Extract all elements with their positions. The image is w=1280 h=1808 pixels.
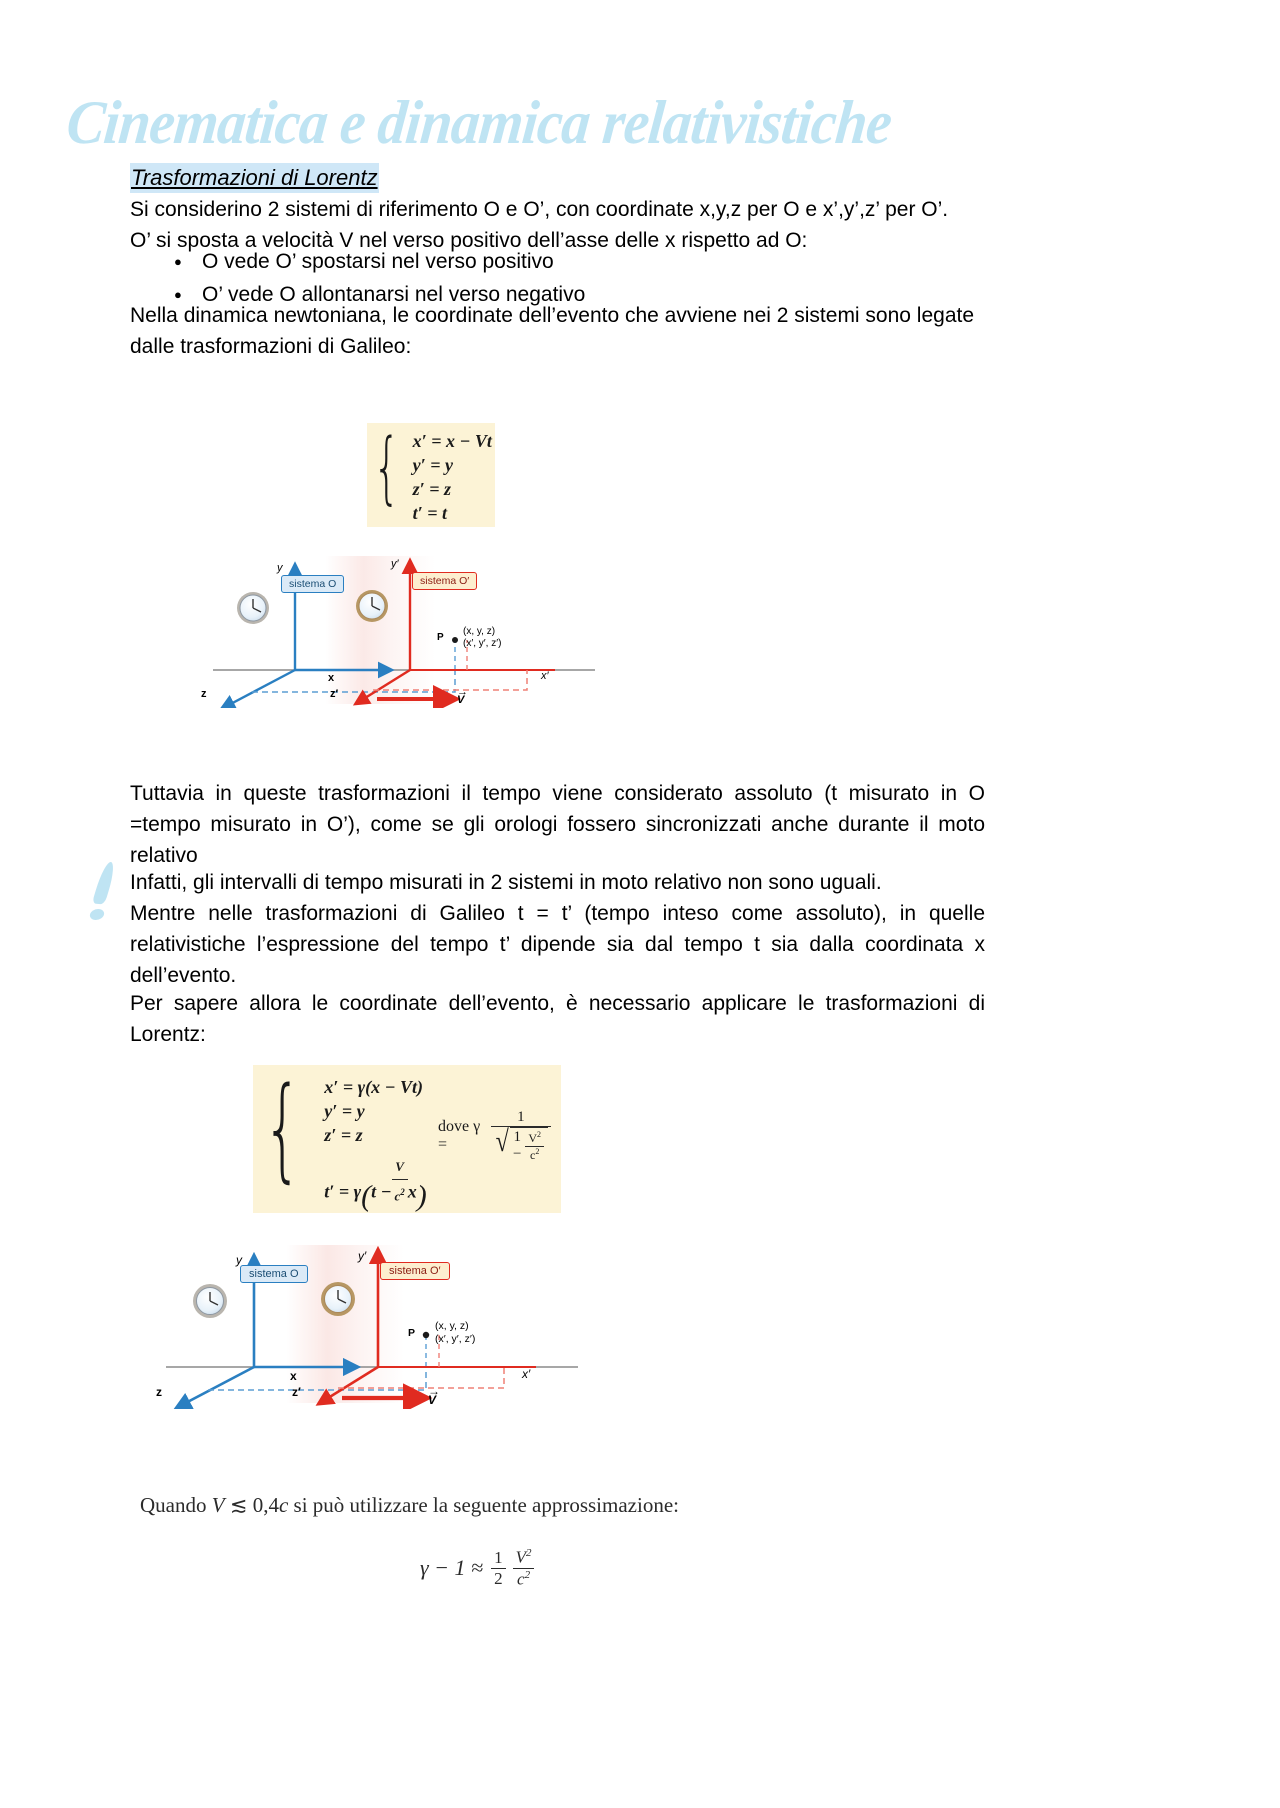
list-item: O’ vede O allontanarsi nel verso negativ… bbox=[174, 278, 985, 311]
bullet-list: O vede O’ spostarsi nel verso positivo O… bbox=[130, 245, 985, 311]
clock-o-2 bbox=[193, 1284, 227, 1318]
red-guide-2 bbox=[338, 1367, 505, 1389]
box-sistema-op-2: sistema O′ bbox=[380, 1262, 450, 1280]
dove-label: dove γ = bbox=[438, 1118, 481, 1153]
label-z-2: z bbox=[156, 1385, 162, 1399]
galileo-equation-system: { x′ = x − Vt y′ = y z′ = z t′ = t bbox=[373, 423, 492, 525]
label-y: y bbox=[277, 562, 283, 574]
gamma-denominator: √ 1 − V2 c2 bbox=[491, 1127, 551, 1163]
approximation-sentence: Quando V ≲ 0,4c si può utilizzare la seg… bbox=[140, 1493, 679, 1517]
label-x: x bbox=[328, 672, 335, 684]
coords-unprimed: (x, y, z) bbox=[463, 626, 496, 637]
galileo-formula-box: { x′ = x − Vt y′ = y z′ = z t′ = t bbox=[367, 423, 495, 527]
brace-glyph: { bbox=[373, 423, 401, 513]
axis-zp bbox=[352, 668, 411, 706]
paragraph-3-wrap: Nella dinamica newtoniana, le coordinate… bbox=[130, 300, 985, 362]
paragraph-5: Infatti, gli intervalli di tempo misurat… bbox=[130, 871, 882, 894]
section-heading: Trasformazioni di Lorentz bbox=[130, 163, 379, 193]
exclamation-mark-icon bbox=[86, 861, 120, 924]
box-sistema-o: sistema O bbox=[281, 575, 345, 593]
diagram-svg-2 bbox=[166, 1245, 578, 1409]
paragraph-5-wrap: Infatti, gli intervalli di tempo misurat… bbox=[130, 867, 985, 898]
axis-z-2 bbox=[173, 1365, 255, 1409]
brace-glyph: { bbox=[263, 1064, 303, 1194]
paragraph-6: Mentre nelle trasformazioni di Galileo t… bbox=[130, 902, 985, 987]
lorentz-eq-1: x′ = γ(x − Vt) bbox=[324, 1077, 423, 1097]
paragraph-7-wrap: Per sapere allora le coordinate dell’eve… bbox=[130, 988, 985, 1050]
point-p-label: P bbox=[437, 632, 444, 643]
lorentz-equation-system: { x′ = γ(x − Vt) y′ = y z′ = z t′ = γ(t … bbox=[263, 1064, 551, 1211]
clock-op bbox=[356, 590, 388, 622]
lorentz-eq-2: y′ = y bbox=[324, 1101, 365, 1121]
diagram-svg bbox=[213, 556, 595, 708]
coords-primed-2: (x′, y′, z′) bbox=[435, 1333, 476, 1345]
lorentz-eq-3: z′ = z bbox=[324, 1125, 363, 1145]
gamma-definition: dove γ = 1 √ 1 − V2 c2 bbox=[438, 1109, 551, 1163]
velocity-label-2: →V bbox=[428, 1384, 440, 1407]
gamma-numerator: 1 bbox=[490, 1109, 551, 1127]
reference-frames-diagram-lorentz: y y′ x x′ z z′ sistema O sistema O′ P (x… bbox=[156, 1237, 578, 1409]
label-z: z bbox=[201, 688, 207, 700]
galileo-eq-2: y′ = y bbox=[412, 455, 453, 475]
paragraph-3: Nella dinamica newtoniana, le coordinate… bbox=[130, 304, 975, 358]
galileo-eq-1: x′ = x − Vt bbox=[412, 431, 492, 451]
page-title: Cinematica e dinamica relativistiche bbox=[63, 89, 895, 157]
label-yp: y′ bbox=[391, 558, 399, 570]
label-xp-2: x′ bbox=[522, 1367, 531, 1381]
box-sistema-op: sistema O′ bbox=[412, 572, 478, 590]
label-zp: z′ bbox=[330, 688, 339, 700]
blue-guide-2 bbox=[208, 1367, 427, 1391]
reference-frames-diagram-galileo: y y′ x x′ z z′ sistema O sistema O′ P (x… bbox=[201, 548, 595, 708]
approximation-block: Quando V ≲ 0,4c si può utilizzare la seg… bbox=[140, 1491, 1140, 1589]
section-heading-wrap: Trasformazioni di Lorentz bbox=[130, 163, 985, 193]
box-sistema-o-2: sistema O bbox=[240, 1265, 308, 1283]
velocity-label: →V bbox=[457, 686, 468, 707]
axis-zp-2 bbox=[315, 1365, 379, 1406]
point-p-dot bbox=[452, 637, 458, 643]
paragraph-4-wrap: Tuttavia in queste trasformazioni il tem… bbox=[130, 778, 985, 871]
label-y-2: y bbox=[236, 1253, 242, 1267]
list-item: O vede O’ spostarsi nel verso positivo bbox=[174, 245, 985, 278]
coords-primed: (x′, y′, z′) bbox=[463, 638, 502, 649]
label-x-2: x bbox=[290, 1369, 297, 1383]
clock-op-2 bbox=[321, 1282, 355, 1316]
paragraph-6-wrap: Mentre nelle trasformazioni di Galileo t… bbox=[130, 898, 985, 991]
galileo-eq-4: t′ = t bbox=[412, 503, 447, 523]
galileo-eq-3: z′ = z bbox=[412, 479, 451, 499]
label-xp: x′ bbox=[541, 670, 549, 682]
clock-o bbox=[237, 592, 269, 624]
paragraph-4: Tuttavia in queste trasformazioni il tem… bbox=[130, 782, 985, 867]
axis-z bbox=[218, 668, 296, 708]
lorentz-formula-box: { x′ = γ(x − Vt) y′ = y z′ = z t′ = γ(t … bbox=[253, 1065, 561, 1213]
coords-unprimed-2: (x, y, z) bbox=[435, 1320, 469, 1332]
point-p-dot-2 bbox=[422, 1331, 430, 1339]
label-yp-2: y′ bbox=[358, 1249, 367, 1263]
label-zp-2: z′ bbox=[292, 1385, 301, 1399]
bullet-list-wrap: O vede O’ spostarsi nel verso positivo O… bbox=[130, 245, 985, 311]
approximation-formula: γ − 1 ≈ 1 2 V2 c2 bbox=[420, 1547, 535, 1589]
point-p-label-2: P bbox=[408, 1327, 416, 1339]
paragraph-1: Si considerino 2 sistemi di riferimento … bbox=[130, 198, 949, 221]
paragraph-7: Per sapere allora le coordinate dell’eve… bbox=[130, 992, 985, 1046]
red-guide bbox=[373, 670, 528, 691]
